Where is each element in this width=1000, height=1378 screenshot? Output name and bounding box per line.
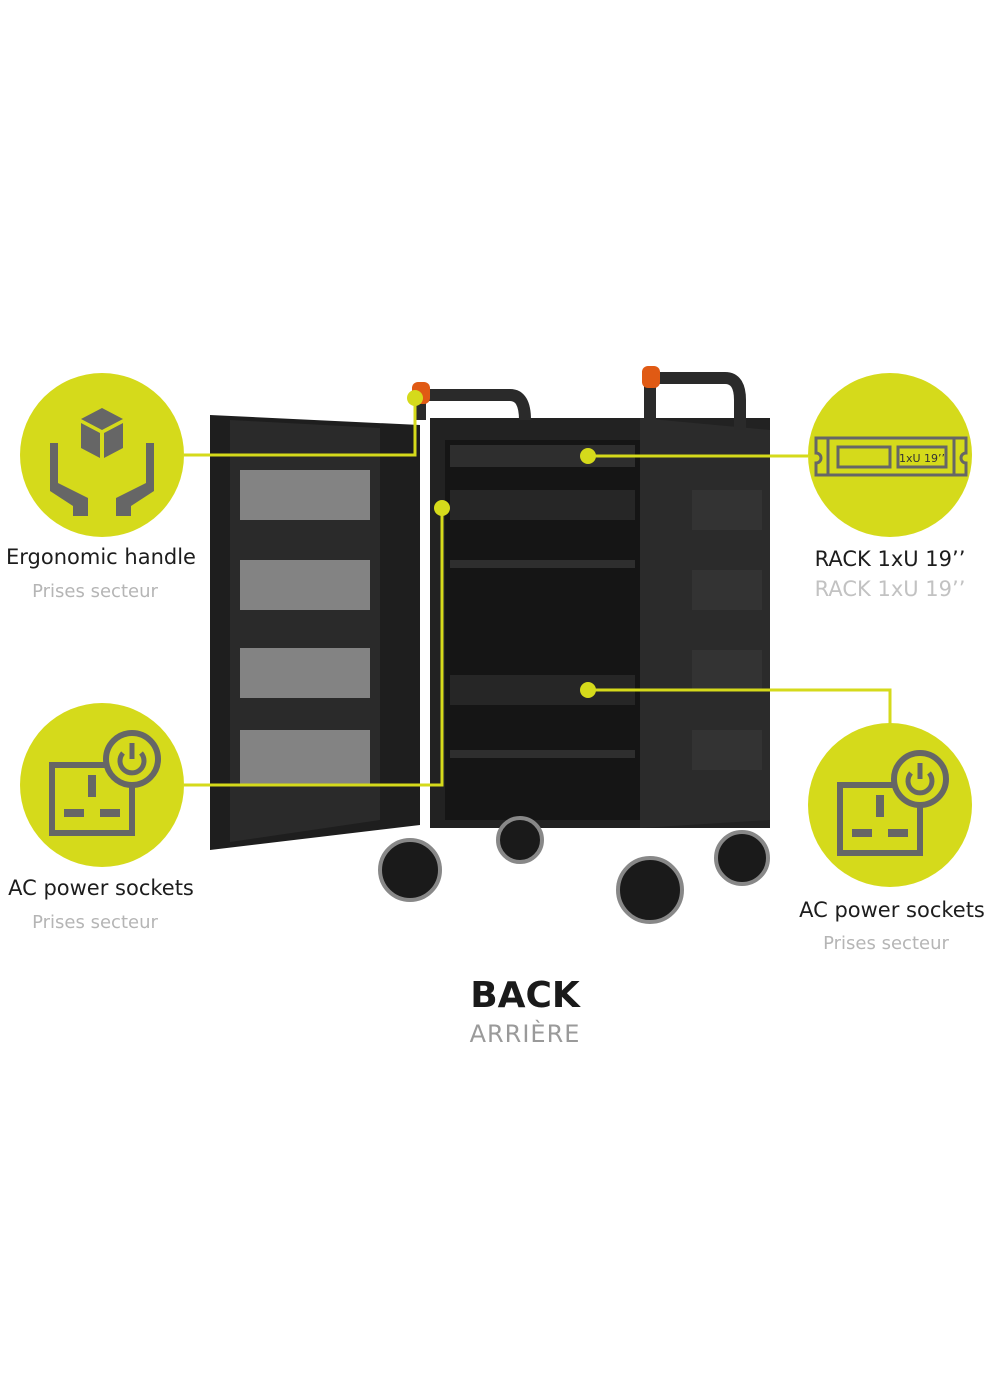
callout-dot — [407, 390, 423, 406]
view-subtitle: ARRIÈRE — [469, 1020, 581, 1048]
rack-icon-text: 1xU 19’’ — [899, 452, 945, 465]
rack-unit-icon: 1xU 19’’ — [814, 436, 968, 477]
callout-sublabel: RACK 1xU 19’’ — [814, 577, 966, 601]
callout-label: AC power sockets — [799, 898, 985, 922]
ergonomic-handle-badge — [20, 373, 184, 537]
hands-holding-box-icon — [50, 408, 154, 516]
ac-sockets-badge-left — [20, 703, 184, 867]
callout-sublabel: Prises secteur — [823, 933, 949, 954]
cart-body — [430, 418, 770, 828]
callout-dot — [580, 682, 596, 698]
callout-label: Ergonomic handle — [6, 545, 196, 569]
power-socket-icon — [49, 730, 161, 836]
callout-sublabel: Prises secteur — [32, 912, 158, 933]
power-socket-icon — [837, 750, 949, 856]
callout-sublabel: Prises secteur — [32, 581, 158, 602]
ac-sockets-badge-right — [808, 723, 972, 887]
callout-label: RACK 1xU 19’’ — [814, 547, 966, 571]
rack-badge: 1xU 19’’ — [808, 373, 972, 537]
wheels — [378, 816, 770, 924]
callout-label: AC power sockets — [8, 876, 194, 900]
cart-door — [210, 415, 420, 850]
callout-dot — [580, 448, 596, 464]
view-title: BACK — [470, 975, 580, 1016]
callout-lines — [184, 398, 892, 787]
callout-dot — [434, 500, 450, 516]
